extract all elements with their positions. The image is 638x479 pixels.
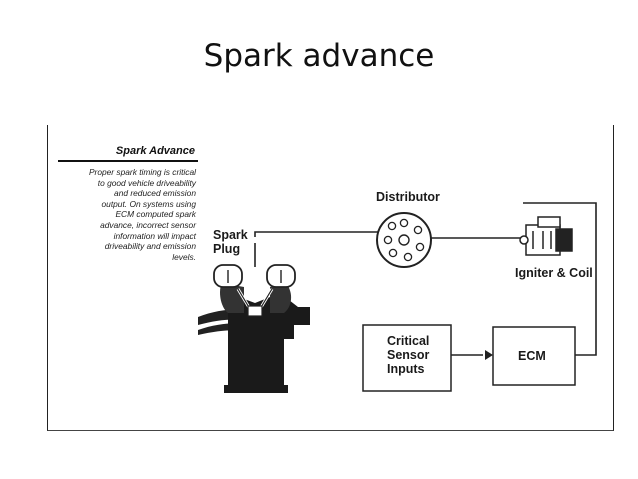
wire-coil-to-ecm [523,202,597,356]
ecm-box [492,326,576,386]
wire-plug-to-distributor [254,231,391,238]
distributor-label: Distributor [376,190,440,204]
distributor-icon [376,212,432,268]
engine-cylinder-icon [198,264,310,393]
slide-title: Spark advance [203,38,435,74]
igniter-coil-label: Igniter & Coil [515,266,593,280]
ecm-label: ECM [518,349,546,363]
ignition-diagram [198,202,597,393]
side-heading: Spark Advance [58,145,198,162]
critical-sensor-inputs-box [362,324,452,392]
side-caption: Proper spark timing is critical to good … [88,167,196,262]
arrow-to-ecm [485,350,493,360]
critical-sensor-inputs-label: Critical Sensor Inputs [387,334,430,376]
igniter-coil-icon [519,216,573,256]
spark-advance-figure: Spark Advance Proper spark timing is cri… [47,125,614,431]
spark-plug-label: Spark Plug [213,228,248,256]
side-panel: Spark Advance Proper spark timing is cri… [48,145,198,262]
